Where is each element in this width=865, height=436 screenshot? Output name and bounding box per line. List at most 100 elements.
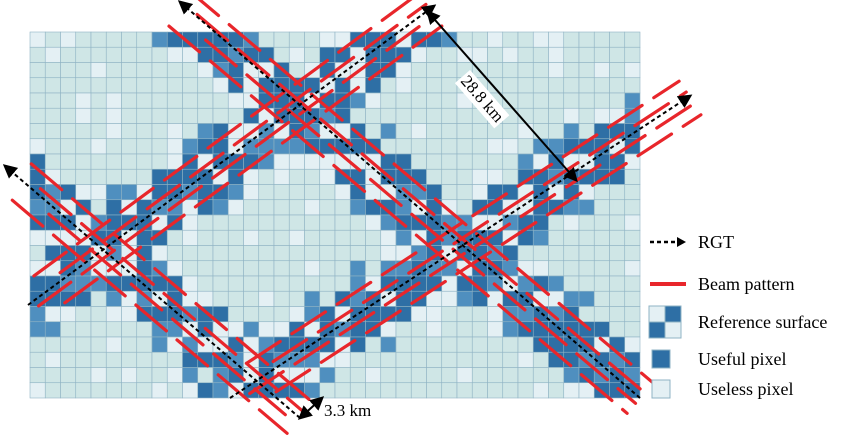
grid-pixel xyxy=(624,168,641,185)
grid-pixel xyxy=(380,321,397,338)
beam-segment xyxy=(500,220,538,246)
beam-segment xyxy=(235,336,270,366)
grid-pixel xyxy=(334,275,351,292)
beam-segment xyxy=(194,302,229,332)
grid-pixel xyxy=(578,62,595,79)
grid-pixel xyxy=(532,367,549,384)
grid-pixel xyxy=(319,275,336,292)
grid-pixel xyxy=(624,229,641,246)
beam-segment xyxy=(484,256,518,286)
grid-pixel xyxy=(44,382,61,399)
grid-pixel xyxy=(380,351,397,368)
beam-swatch-icon xyxy=(648,271,688,297)
grid-pixel xyxy=(197,336,214,353)
grid-pixel xyxy=(44,92,61,109)
grid-pixel xyxy=(197,107,214,124)
grid-pixel xyxy=(60,31,77,48)
beam-segment xyxy=(248,370,285,396)
grid-pixel xyxy=(227,275,244,292)
beam-segment xyxy=(525,291,560,321)
grid-pixel xyxy=(593,92,610,109)
grid-pixel xyxy=(166,77,183,94)
grid-pixel xyxy=(593,290,610,307)
beam-segment xyxy=(442,222,477,252)
grid-pixel xyxy=(334,367,351,384)
grid-pixel xyxy=(380,138,397,155)
grid-pixel xyxy=(60,46,77,63)
beam-segment xyxy=(557,301,592,331)
grid-pixel xyxy=(60,123,77,140)
grid-pixel xyxy=(227,290,244,307)
grid-pixel xyxy=(380,77,397,94)
grid-pixel xyxy=(29,245,46,262)
grid-pixel xyxy=(105,92,122,109)
grid-pixel xyxy=(624,77,641,94)
beam-segment xyxy=(204,38,238,68)
beam-segment xyxy=(274,368,312,394)
grid-pixel xyxy=(609,260,626,277)
grid-pixel xyxy=(304,153,321,170)
grid-pixel xyxy=(502,367,519,384)
grid-pixel xyxy=(105,77,122,94)
beam-segment xyxy=(598,336,633,366)
grid-pixel xyxy=(258,168,275,185)
grid-pixel xyxy=(212,107,229,124)
beam-segment xyxy=(232,119,269,147)
legend-item-useful: Useful pixel xyxy=(648,346,786,372)
legend-item-rgt: RGT xyxy=(648,229,734,255)
grid-pixel xyxy=(609,306,626,323)
beam-segment xyxy=(591,161,628,187)
grid-pixel xyxy=(578,306,595,323)
beam-segment xyxy=(607,361,642,391)
grid-pixel xyxy=(365,77,382,94)
grid-pixel xyxy=(426,77,443,94)
grid-pixel xyxy=(349,46,366,63)
grid-pixel xyxy=(609,199,626,216)
grid-pixel xyxy=(304,229,321,246)
grid-pixel xyxy=(29,351,46,368)
grid-pixel xyxy=(151,336,168,353)
grid-pixel xyxy=(532,229,549,246)
grid-pixel xyxy=(426,367,443,384)
grid-pixel xyxy=(75,168,92,185)
grid-pixel xyxy=(441,321,458,338)
grid-pixel xyxy=(456,336,473,353)
grid-pixel xyxy=(349,336,366,353)
grid-pixel xyxy=(502,138,519,155)
beam-segment xyxy=(211,152,247,180)
beam-segment xyxy=(268,57,303,87)
beam-segment xyxy=(407,249,444,275)
grid-pixel xyxy=(121,123,138,140)
grid-pixel xyxy=(532,260,549,277)
grid-pixel xyxy=(90,123,107,140)
grid-pixel xyxy=(29,107,46,124)
grid-pixel xyxy=(288,199,305,216)
grid-pixel xyxy=(365,229,382,246)
beam-segment xyxy=(162,291,197,321)
grid-pixel xyxy=(29,153,46,170)
grid-pixel xyxy=(60,336,77,353)
grid-pixel xyxy=(105,46,122,63)
grid-pixel xyxy=(456,275,473,292)
grid-pixel xyxy=(426,382,443,399)
grid-pixel xyxy=(44,336,61,353)
grid-pixel xyxy=(517,138,534,155)
grid-pixel xyxy=(334,351,351,368)
grid-pixel xyxy=(426,321,443,338)
grid-pixel xyxy=(563,245,580,262)
grid-pixel xyxy=(60,184,77,201)
legend-label-useless: Useless pixel xyxy=(698,378,794,399)
grid-pixel xyxy=(29,336,46,353)
grid-pixel xyxy=(609,245,626,262)
grid-pixel xyxy=(182,382,199,399)
grid-pixel xyxy=(75,62,92,79)
grid-pixel xyxy=(90,31,107,48)
grid-pixel xyxy=(426,153,443,170)
beam-segment xyxy=(429,252,466,278)
grid-pixel xyxy=(105,290,122,307)
grid-pixel xyxy=(121,184,138,201)
grid-pixel xyxy=(288,46,305,63)
grid-pixel xyxy=(166,351,183,368)
beam-segment xyxy=(588,131,625,157)
grid-pixel xyxy=(578,92,595,109)
